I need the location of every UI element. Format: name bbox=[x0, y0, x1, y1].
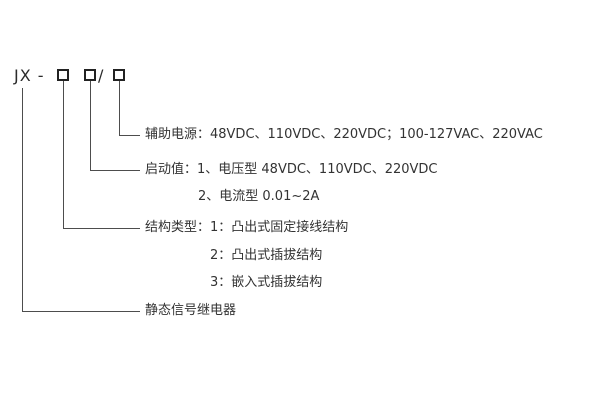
start-value-box bbox=[84, 69, 96, 81]
aux-power-connector-horizontal bbox=[119, 135, 140, 136]
structure-type-description-line3: 3：嵌入式插拔结构 bbox=[210, 275, 323, 290]
code-separator: / bbox=[98, 66, 104, 85]
aux-power-description: 辅助电源：48VDC、110VDC、220VDC；100-127VAC、220V… bbox=[145, 127, 543, 142]
structure-type-description-line2: 2：凸出式插拔结构 bbox=[210, 248, 323, 263]
relay-name-connector-horizontal bbox=[22, 311, 140, 312]
structure-type-connector-horizontal bbox=[63, 228, 140, 229]
structure-type-box bbox=[57, 69, 69, 81]
structure-type-description-line1: 结构类型：1：凸出式固定接线结构 bbox=[145, 220, 349, 235]
relay-name-connector-vertical bbox=[22, 88, 23, 312]
aux-power-box bbox=[113, 69, 125, 81]
start-value-description-line2: 2、电流型 0.01~2A bbox=[198, 189, 320, 204]
structure-type-connector-vertical bbox=[63, 81, 64, 228]
start-value-description-line1: 启动值：1、电压型 48VDC、110VDC、220VDC bbox=[145, 162, 438, 177]
start-value-connector-horizontal bbox=[90, 170, 140, 171]
relay-name-description: 静态信号继电器 bbox=[145, 303, 237, 318]
model-prefix: JX - bbox=[14, 66, 45, 85]
start-value-connector-vertical bbox=[90, 81, 91, 170]
aux-power-connector-vertical bbox=[119, 81, 120, 135]
